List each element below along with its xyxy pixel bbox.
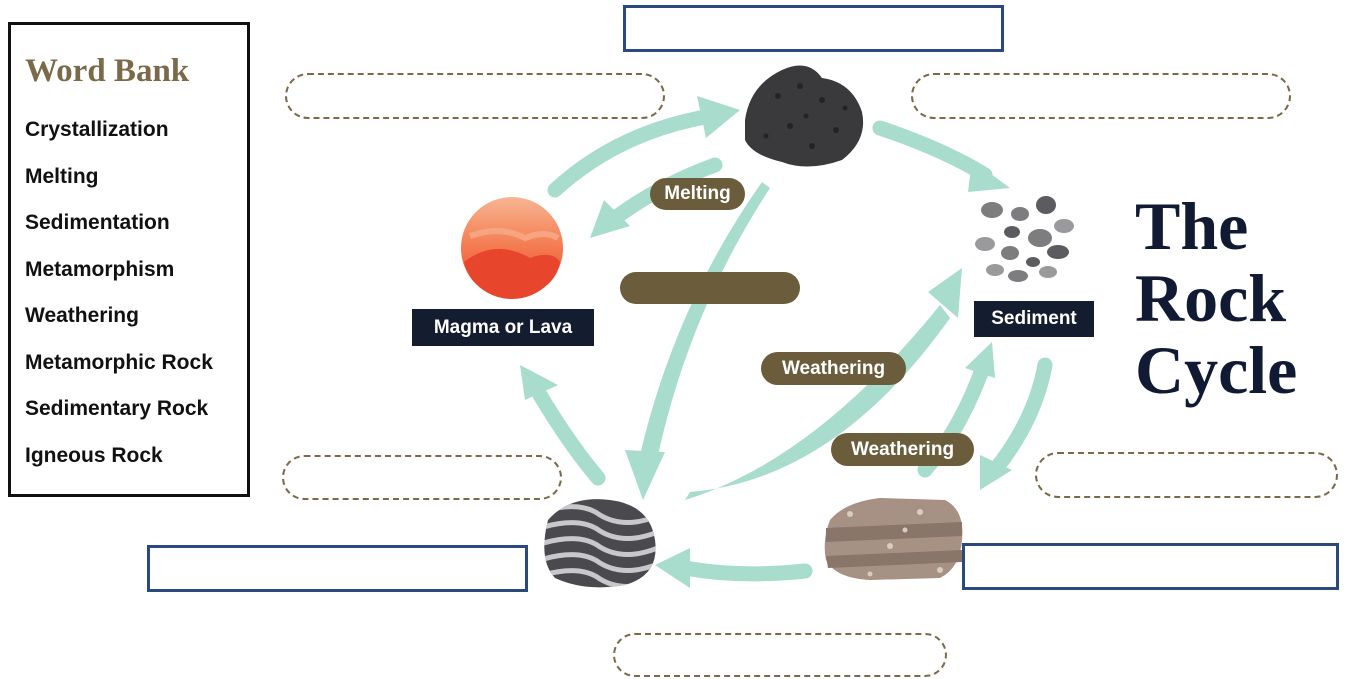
- title-line: The: [1135, 188, 1249, 264]
- arrow-magma-to-igneous: [547, 110, 708, 198]
- arrow-sediment-to-sedimentary: [987, 357, 1053, 478]
- magma-label: Magma or Lava: [412, 309, 594, 346]
- word-bank-item: Crystallization: [25, 118, 169, 141]
- sedimentary-rock-image: [824, 498, 963, 580]
- sediment-label: Sediment: [974, 301, 1094, 337]
- word-bank-item: Metamorphism: [25, 257, 175, 281]
- word-bank-item: Sedimentation: [25, 211, 170, 234]
- answer-box-bottom-right[interactable]: [962, 543, 1339, 590]
- arrow-heads: [520, 96, 1012, 588]
- diagram-title: The Rock Cycle: [1135, 190, 1297, 406]
- igneous-rock-image: [745, 65, 864, 167]
- word-bank-item: Igneous Rock: [25, 443, 163, 467]
- metamorphic-rock-image: [544, 499, 656, 588]
- arrow-metamorphic-to-sediment: [685, 305, 950, 500]
- arrow-igneous-to-metamorphic: [640, 182, 770, 455]
- process-box-mid-right[interactable]: [1035, 452, 1338, 498]
- arrow-metamorphic-to-magma: [532, 387, 606, 486]
- word-bank-item: Metamorphic Rock: [25, 350, 213, 374]
- process-label-weathering: Weathering: [761, 352, 906, 385]
- process-box-bottom[interactable]: [613, 633, 947, 677]
- arrow-sedimentary-to-metamorphic: [677, 560, 813, 582]
- word-bank-list: Crystallization Melting Sedimentation Me…: [25, 117, 213, 489]
- word-bank-item: Weathering: [25, 304, 139, 327]
- process-box-mid-left[interactable]: [282, 455, 562, 500]
- word-bank-title: Word Bank: [25, 53, 190, 89]
- process-label-melting: Melting: [650, 178, 745, 210]
- answer-box-bottom-left[interactable]: [147, 545, 528, 592]
- process-box-top-right[interactable]: [911, 73, 1291, 119]
- process-blank-pill[interactable]: [620, 272, 800, 304]
- magma-image: [461, 197, 563, 299]
- title-line: Cycle: [1135, 332, 1298, 408]
- process-box-top-left[interactable]: [285, 73, 665, 119]
- arrow-igneous-to-sediment: [872, 120, 993, 183]
- sediment-image: [975, 196, 1074, 282]
- answer-box-top[interactable]: [623, 5, 1004, 52]
- process-label-weathering: Weathering: [831, 433, 974, 466]
- word-bank-item: Melting: [25, 164, 99, 188]
- title-line: Rock: [1135, 260, 1287, 336]
- word-bank: Word Bank Crystallization Melting Sedime…: [8, 22, 250, 497]
- word-bank-item: Sedimentary Rock: [25, 397, 209, 420]
